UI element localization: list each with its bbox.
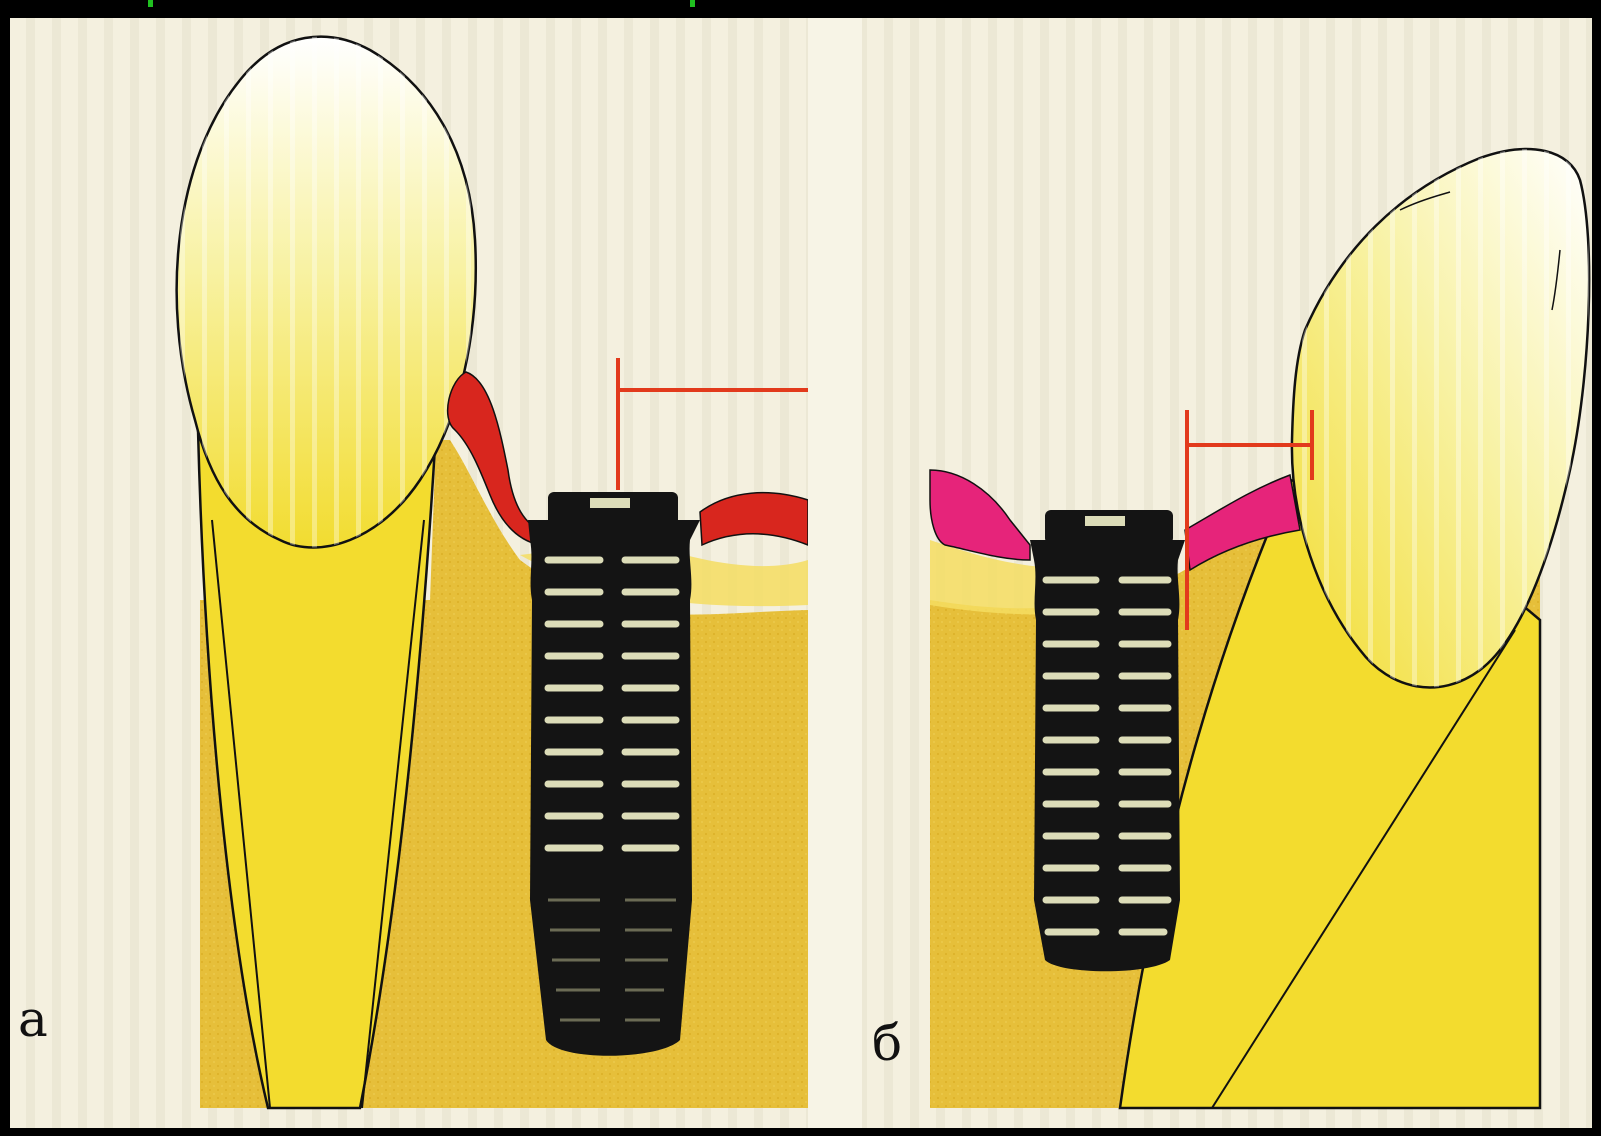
panel-a-label: а — [18, 990, 48, 1048]
panel-divider — [808, 18, 862, 1128]
panel-b-label: б — [872, 1014, 902, 1072]
panel-a: а — [10, 18, 808, 1128]
implant-screw-icon-b — [1030, 510, 1185, 971]
implant-screw-icon — [528, 492, 700, 1056]
top-strip — [0, 0, 1601, 8]
panel-b: б — [862, 18, 1592, 1128]
